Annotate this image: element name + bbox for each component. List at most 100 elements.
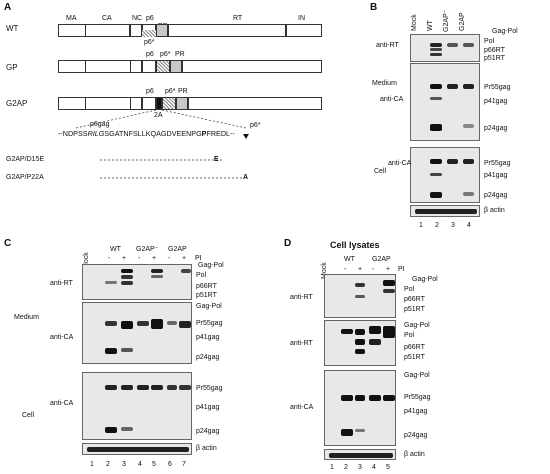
- c-lane-g2ap: G2AP: [168, 246, 187, 253]
- panel-a-letter: A: [4, 2, 12, 13]
- c-blot-medium-ca: [82, 302, 192, 364]
- c-band-pr55-medium: Pr55gag: [196, 320, 223, 327]
- c-blot-beta-actin: [82, 443, 192, 455]
- domain-p6-label: p6: [146, 15, 154, 22]
- gp-pr-label: PR: [175, 51, 185, 58]
- b-group-cell: Cell: [374, 168, 387, 175]
- b-blot-cell-ca: [410, 147, 480, 203]
- c-band-p51rt: p51RT: [196, 292, 217, 299]
- b-lane-number: 4: [467, 222, 471, 229]
- d-band-gagpol-2: Gag-Pol: [404, 322, 430, 329]
- construct-wt-label: WT: [6, 24, 19, 33]
- c-band-p66rt: p66RT: [196, 283, 217, 290]
- b-blot-beta-actin: [410, 205, 480, 217]
- b-lane-g2ap: G2AP: [459, 12, 466, 31]
- c-band-gagpol: Gag-Pol: [198, 262, 224, 269]
- c-lane-wt: WT: [110, 246, 121, 253]
- d-band-pol-2: Pol: [404, 332, 415, 339]
- d-ab-rt1: anti-RT: [290, 294, 313, 301]
- panel-c-letter: C: [4, 238, 12, 249]
- b-band-pr55-medium: Pr55gag: [484, 84, 511, 91]
- d-band-p66rt-2: p66RT: [404, 344, 425, 351]
- d-band-p66rt-1: p66RT: [404, 296, 425, 303]
- c-group-cell: Cell: [22, 412, 35, 419]
- d-band-pol-1: Pol: [404, 286, 415, 293]
- b-lane-wt: WT: [427, 20, 434, 31]
- d-band-gagpol-1: Gag-Pol: [412, 276, 438, 283]
- c-blot-medium-rt: [82, 264, 192, 300]
- g2ap-divider-2: [130, 97, 131, 110]
- b-ab-rt: anti-RT: [376, 42, 399, 49]
- g2ap-pr-label: PR: [178, 88, 188, 95]
- b-band-p24-cell: p24gag: [484, 192, 508, 199]
- b-lane-g2ap-minus: G2AP⁻: [443, 9, 450, 32]
- domain-nc-label: NC: [132, 15, 143, 22]
- gp-segment-gag: [58, 60, 142, 73]
- b-band-pr55-cell: Pr55gag: [484, 160, 511, 167]
- g2ap-p6-label: p6: [146, 88, 154, 95]
- b-blot-medium-rt: [410, 34, 480, 62]
- b-band-gagpol: Gag-Pol: [492, 28, 518, 35]
- d-blot-rt2: [324, 320, 396, 366]
- g2ap-segment-gag: [58, 97, 142, 110]
- b-ab-ca-cell: anti-CA: [388, 160, 412, 167]
- b-band-p41-cell: p41gag: [484, 172, 508, 179]
- d-lane-wt: WT: [344, 256, 355, 263]
- c-blot-cell-ca: [82, 372, 192, 440]
- c-group-medium: Medium: [14, 314, 39, 321]
- g2ap-segment-2a: [156, 97, 162, 110]
- c-band-p24-cell: p24gag: [196, 428, 220, 435]
- panel-d-title: Cell lysates: [330, 240, 380, 250]
- b-band-p66rt: p66RT: [484, 47, 505, 54]
- c-ab-ca-cell: anti-CA: [50, 400, 74, 407]
- b-lane-number: 2: [435, 222, 439, 229]
- gp-segment-p6star: [156, 60, 170, 73]
- g2ap-2a-label: 2A: [154, 112, 163, 119]
- d-lane-g2ap: G2AP: [372, 256, 391, 263]
- gp-divider: [85, 60, 86, 73]
- d-band-pr55: Pr55gag: [404, 394, 431, 401]
- c-lane-g2ap-minus: G2AP⁻: [136, 246, 159, 253]
- mutant-p22a-mark: A: [243, 174, 249, 181]
- d-band-beta-actin: β actin: [404, 451, 425, 458]
- domain-rt-label: RT: [233, 15, 243, 22]
- domain-ma-label: MA: [66, 15, 77, 22]
- gp-segment-pr: [170, 60, 182, 73]
- c-band-pol: Pol: [196, 272, 207, 279]
- gp-p6-label: p6: [146, 51, 154, 58]
- b-ab-ca-medium: anti-CA: [380, 96, 404, 103]
- domain-ca-label: CA: [102, 15, 112, 22]
- mutant-d15e-label: G2AP/D15E: [6, 156, 45, 163]
- domain-in-label: IN: [298, 15, 305, 22]
- d-blot-ca: [324, 370, 396, 446]
- c-ab-ca-medium: anti-CA: [50, 334, 74, 341]
- g2ap-segment-p6: [142, 97, 156, 110]
- d-band-gagpol-ca: Gag-Pol: [404, 372, 430, 379]
- b-band-pol: Pol: [484, 38, 495, 45]
- g2ap-segment-pr: [176, 97, 188, 110]
- seq-p6gag-label: p6gag: [90, 121, 110, 128]
- g2ap-segment-p6star: [162, 97, 176, 110]
- d-band-p51rt-2: p51RT: [404, 354, 425, 361]
- domain-p6star-label: p6*: [144, 39, 155, 46]
- segment-nc: [130, 24, 142, 37]
- b-lane-number: 3: [451, 222, 455, 229]
- b-lane-mock: Mock: [411, 14, 418, 31]
- gp-divider-2: [130, 60, 131, 73]
- panel-d-letter: D: [284, 238, 292, 249]
- b-band-beta-actin: β actin: [484, 207, 505, 214]
- b-group-medium: Medium: [372, 80, 397, 87]
- zoom-lines: [75, 109, 249, 179]
- c-band-beta-actin: β actin: [196, 445, 217, 452]
- peptide-sequence: --NDPSSRILGSGATNFSLLKQAGDVEENPGPFREDL--: [58, 129, 235, 138]
- d-ab-rt2: anti-RT: [290, 340, 313, 347]
- g2ap-segment-rt-in: [188, 97, 322, 110]
- g2ap-p6star-label: p6*: [165, 88, 176, 95]
- c-band-pr55-cell: Pr55gag: [196, 385, 223, 392]
- construct-gp-label: GP: [6, 63, 18, 72]
- b-band-p24-medium: p24gag: [484, 125, 508, 132]
- c-band-p41-cell: p41gag: [196, 404, 220, 411]
- d-band-p41: p41gag: [404, 408, 428, 415]
- mutant-d15e-mark: E: [214, 156, 219, 163]
- d-blot-beta-actin: [324, 449, 396, 460]
